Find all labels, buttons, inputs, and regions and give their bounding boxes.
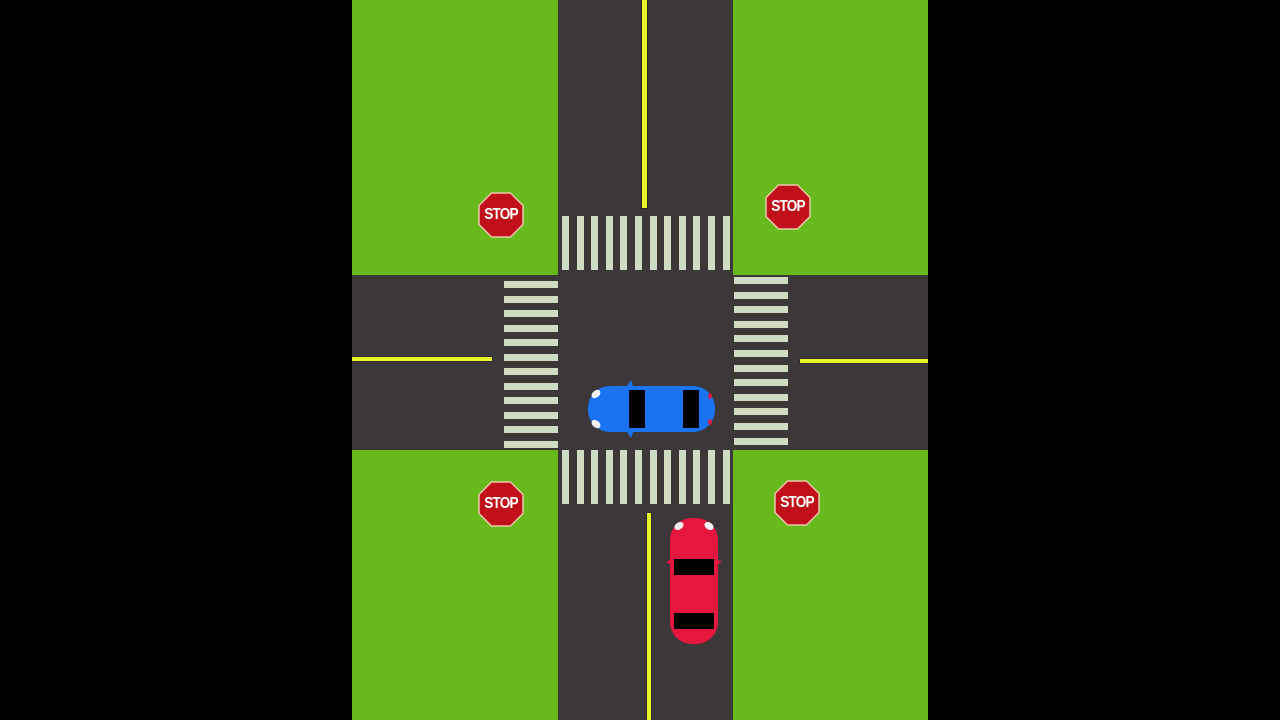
stop-sign-bottom-left: STOP	[478, 481, 524, 527]
crosswalk-stripe	[708, 450, 715, 504]
crosswalk-stripe	[708, 216, 715, 270]
stop-octagon-icon	[765, 184, 811, 230]
crosswalk-stripe	[734, 408, 788, 416]
stop-sign-label: STOP	[484, 495, 518, 512]
crosswalk-stripe	[734, 335, 788, 343]
center-line-south	[647, 513, 651, 720]
stop-sign-top-left: STOP	[478, 192, 524, 238]
center-line-north	[642, 0, 647, 208]
crosswalk-stripe	[734, 393, 788, 401]
stop-octagon-icon	[478, 192, 524, 238]
center-line-west	[352, 357, 492, 361]
crosswalk-stripe	[605, 450, 613, 504]
crosswalk-stripe	[734, 277, 788, 284]
crosswalk-stripe	[649, 450, 657, 504]
crosswalk-stripe	[722, 450, 730, 504]
stop-octagon-icon	[478, 481, 524, 527]
crosswalk-stripe	[504, 295, 558, 303]
crosswalk-stripe	[504, 353, 558, 361]
stop-sign-bottom-right: STOP	[774, 480, 820, 526]
crosswalk-stripe	[620, 216, 628, 270]
crosswalk-stripe	[504, 397, 558, 404]
crosswalk-stripe	[504, 310, 558, 317]
crosswalk-stripe	[576, 450, 584, 504]
crosswalk-stripe	[678, 450, 686, 504]
crosswalk-stripe	[504, 382, 558, 390]
crosswalk-stripe	[591, 450, 599, 504]
crosswalk-stripe	[734, 306, 788, 314]
stop-octagon-icon	[774, 480, 820, 526]
crosswalk-stripe	[635, 216, 642, 270]
crosswalk-stripe	[722, 216, 730, 270]
crosswalk-stripe	[693, 216, 701, 270]
crosswalk-stripe	[562, 216, 569, 270]
crosswalk-stripe	[664, 216, 672, 270]
red-car	[664, 516, 724, 646]
stop-sign-top-right: STOP	[765, 184, 811, 230]
crosswalk-stripe	[734, 291, 788, 299]
crosswalk-stripe	[734, 379, 788, 387]
car-top-view-icon	[666, 518, 722, 644]
crosswalk-stripe	[504, 368, 558, 375]
crosswalk-stripe	[734, 320, 788, 328]
crosswalk-stripe	[734, 437, 788, 445]
crosswalk-stripe	[734, 423, 788, 430]
crosswalk-stripe	[591, 216, 599, 270]
intersection-scene: STOP STOP STOP STOP	[352, 0, 928, 720]
crosswalk-stripe	[649, 216, 657, 270]
crosswalk-stripe	[562, 450, 569, 504]
center-line-east	[800, 359, 928, 363]
crosswalk-stripe	[635, 450, 642, 504]
stop-sign-label: STOP	[484, 206, 518, 223]
blue-car	[587, 380, 717, 438]
crosswalk-stripe	[734, 350, 788, 357]
crosswalk-stripe	[620, 450, 628, 504]
crosswalk-stripe	[664, 450, 672, 504]
crosswalk-stripe	[504, 411, 558, 419]
crosswalk-stripe	[734, 364, 788, 372]
crosswalk-stripe	[678, 216, 686, 270]
crosswalk-stripe	[576, 216, 584, 270]
crosswalk-stripe	[504, 426, 558, 433]
stop-sign-label: STOP	[780, 494, 814, 511]
stop-sign-label: STOP	[771, 198, 805, 215]
car-top-view-icon	[588, 380, 715, 438]
crosswalk-stripe	[504, 281, 558, 288]
crosswalk-stripe	[504, 339, 558, 346]
crosswalk-stripe	[693, 450, 701, 504]
crosswalk-stripe	[504, 324, 558, 332]
crosswalk-stripe	[605, 216, 613, 270]
crosswalk-stripe	[504, 440, 558, 448]
